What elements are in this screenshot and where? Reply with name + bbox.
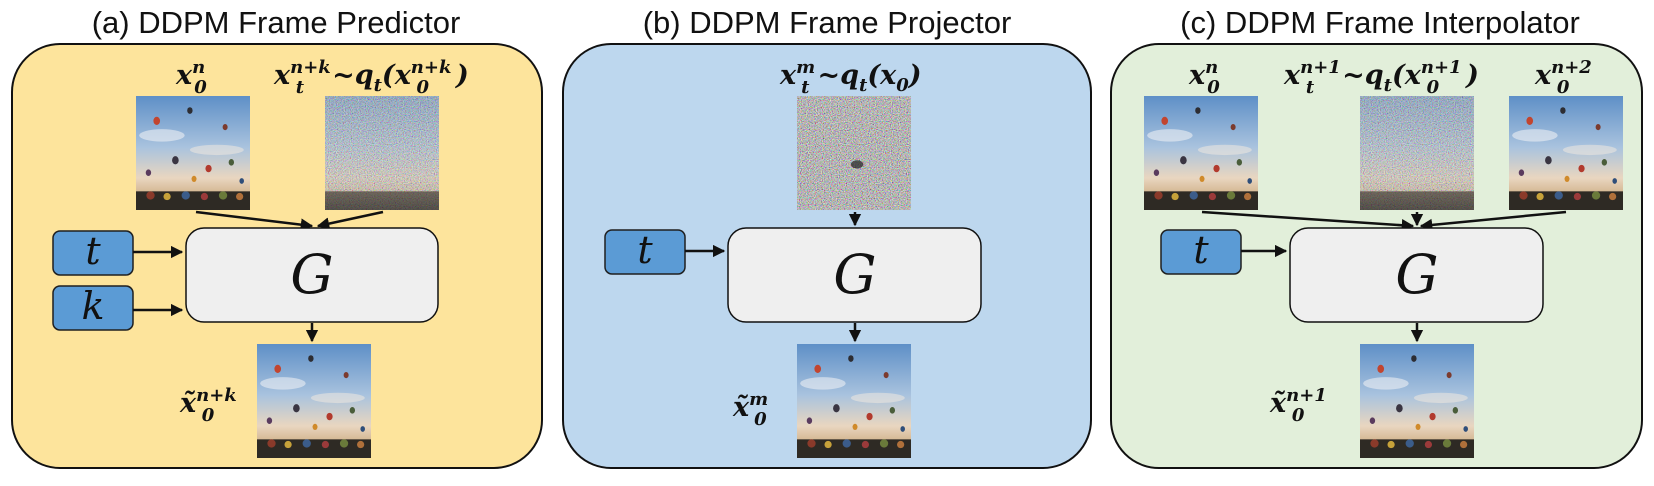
- panel-a-generator-label: G: [290, 243, 333, 306]
- panel-c-output-image: [1360, 344, 1474, 458]
- panel-b-noisy-image: [797, 96, 911, 210]
- panel-b-output-image: [797, 344, 911, 458]
- panel-a-title: (a) DDPM Frame Predictor: [92, 5, 461, 40]
- panel-b-generator: [727, 227, 982, 323]
- panel-a-input-k: [52, 285, 134, 331]
- panel-c-frame-image-left: [1144, 96, 1258, 210]
- panel-b-title: (b) DDPM Frame Projector: [643, 5, 1012, 40]
- panel-a-frame-image: [136, 96, 250, 210]
- panel-b-generator-label: G: [833, 243, 876, 306]
- panel-a-noisy-image: [325, 96, 439, 210]
- panel-a-input-t-label: t: [85, 229, 101, 273]
- panel-a-input-k-label: k: [81, 284, 104, 328]
- panel-c-input-t-label: t: [1193, 228, 1209, 272]
- panel-b-input-t-label: t: [637, 228, 653, 272]
- panel-c-frame-image-right: [1509, 96, 1623, 210]
- panel-c-title: (c) DDPM Frame Interpolator: [1180, 5, 1580, 40]
- panel-a-generator: [185, 227, 439, 323]
- panel-c-generator-label: G: [1395, 243, 1438, 306]
- panel-c-noisy-image: [1360, 96, 1474, 210]
- panel-c-generator: [1289, 227, 1544, 323]
- panel-a-output-image: [257, 344, 371, 458]
- panel-a-arrow-frame: [195, 210, 314, 231]
- panel-c-arrow-left: [1201, 210, 1415, 232]
- panel-c-arrow-right: [1419, 210, 1567, 232]
- panel-a-arrow-noisy: [316, 210, 384, 230]
